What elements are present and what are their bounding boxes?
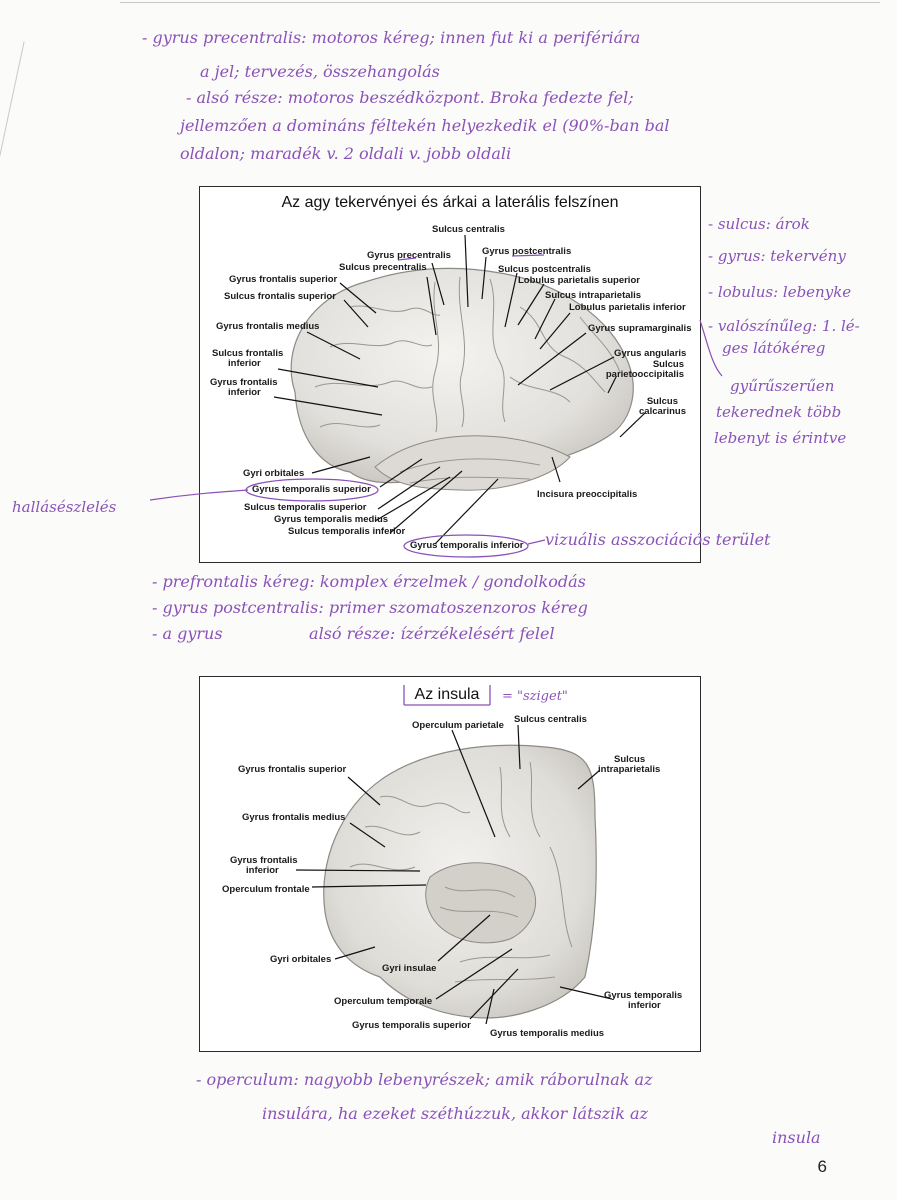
note-bottom-3: insula (772, 1128, 821, 1147)
note-right-1: - sulcus: árok (708, 215, 810, 233)
label-gyrus-frontalis-superior-2: Gyrus frontalis superior (238, 764, 347, 775)
label-gyrus-temporalis-inferior-2a: Gyrus temporalis (604, 990, 683, 1001)
label-gyrus-frontalis-inferior-2a: Gyrus frontalis (230, 855, 298, 866)
label-sulcus-postcentralis: Sulcus postcentralis (498, 264, 591, 275)
note-bottom-2: insulára, ha ezeket széthúzzuk, akkor lá… (262, 1104, 648, 1123)
insula-brain-illustration (295, 685, 613, 1025)
label-gyrus-precentralis: Gyrus precentralis (367, 250, 451, 261)
note-right-8: lebenyt is érintve (714, 429, 847, 447)
label-sulcus-frontalis-inferior-2: inferior (228, 358, 261, 369)
label-gyrus-angularis: Gyrus angularis (614, 348, 687, 359)
label-sulcus-calcarinus-2: calcarinus (639, 406, 686, 417)
label-incisura-preoccipitalis: Incisura preoccipitalis (537, 489, 638, 500)
label-operculum-frontale: Operculum frontale (222, 884, 310, 895)
figure-2-title-note: = "sziget" (502, 689, 568, 704)
label-lobulus-parietalis-superior: Lobulus parietalis superior (518, 275, 640, 286)
label-sulcus-centralis: Sulcus centralis (432, 224, 505, 235)
note-right-4: - valószínűleg: 1. lé- (708, 317, 860, 335)
figure-1-title: Az agy tekervényei és árkai a laterális … (281, 194, 619, 211)
label-gyri-insulae: Gyri insulae (382, 963, 437, 974)
note-right-6: gyűrűszerűen (730, 377, 835, 395)
label-gyrus-frontalis-inferior-1: Gyrus frontalis (210, 377, 278, 388)
note-right-5: ges látókéreg (722, 339, 826, 357)
label-gyrus-temporalis-superior-2: Gyrus temporalis superior (352, 1020, 471, 1031)
label-sulcus-intraparietalis-2a: Sulcus (614, 754, 646, 765)
label-gyrus-temporalis-inferior-2b: inferior (628, 1000, 661, 1011)
note-right-3: - lobulus: lebenyke (708, 283, 852, 301)
label-gyrus-postcentralis: Gyrus postcentralis (482, 246, 572, 257)
label-sulcus-centralis-2: Sulcus centralis (514, 714, 587, 725)
note-top-3: - alsó része: motoros beszédközpont. Bro… (186, 88, 634, 107)
label-operculum-temporale: Operculum temporale (334, 996, 433, 1007)
label-sulcus-temporalis-superior: Sulcus temporalis superior (244, 502, 367, 513)
label-gyrus-frontalis-medius-2: Gyrus frontalis medius (242, 812, 346, 823)
note-right-2: - gyrus: tekervény (708, 247, 846, 265)
label-sulcus-frontalis-superior: Sulcus frontalis superior (224, 291, 336, 302)
label-gyrus-temporalis-medius-2: Gyrus temporalis medius (490, 1028, 605, 1039)
label-gyrus-supramarginalis: Gyrus supramarginalis (588, 323, 692, 334)
page-number: 6 (817, 1157, 827, 1176)
note-bottom-1: - operculum: nagyobb lebenyrészek; amik … (196, 1070, 653, 1089)
note-middle-2: - gyrus postcentralis: primer szomatosze… (152, 598, 588, 617)
label-gyrus-frontalis-inferior-2b: inferior (246, 865, 279, 876)
note-left-hallas: hallásészlelés (12, 498, 117, 516)
label-sulcus-temporalis-inferior: Sulcus temporalis inferior (288, 526, 406, 537)
note-middle-1: - prefrontalis kéreg: komplex érzelmek /… (152, 572, 586, 591)
label-operculum-parietale: Operculum parietale (412, 720, 504, 731)
label-gyrus-temporalis-superior: Gyrus temporalis superior (252, 484, 371, 495)
label-gyri-orbitales-2: Gyri orbitales (270, 954, 332, 965)
label-gyrus-frontalis-medius: Gyrus frontalis medius (216, 321, 320, 332)
note-top-1: - gyrus precentralis: motoros kéreg; inn… (142, 28, 641, 47)
figure-2-title: Az insula (414, 686, 480, 703)
lateral-brain-illustration (273, 234, 646, 545)
label-gyrus-temporalis-inferior: Gyrus temporalis inferior (410, 540, 524, 551)
note-right-7: tekerednek több (716, 403, 842, 421)
label-lobulus-parietalis-inferior: Lobulus parietalis inferior (569, 302, 686, 313)
label-gyrus-frontalis-superior: Gyrus frontalis superior (229, 274, 338, 285)
label-sulcus-frontalis-inferior-1: Sulcus frontalis (212, 348, 284, 359)
scan-top-line (120, 2, 880, 3)
label-sulcus-calcarinus-1: Sulcus (646, 396, 678, 407)
note-top-2: a jel; tervezés, összehangolás (200, 62, 440, 81)
note-top-5: oldalon; maradék v. 2 oldali v. jobb old… (180, 144, 512, 163)
figure-1-annotations (245, 254, 545, 558)
label-gyrus-temporalis-medius: Gyrus temporalis medius (274, 514, 389, 525)
label-sulcus-parietooccipitalis-1: Sulcus (652, 359, 684, 370)
note-middle-3: - a gyrus alsó része: ízérzékelésért fel… (152, 624, 555, 643)
label-sulcus-intraparietalis-2b: intraparietalis (598, 764, 661, 775)
note-visual-association: vizuális asszociációs terület (545, 530, 771, 549)
label-gyrus-frontalis-inferior-2: inferior (228, 387, 261, 398)
label-sulcus-intraparietalis: Sulcus intraparietalis (545, 290, 642, 301)
label-sulcus-parietooccipitalis-2: parietooccipitalis (605, 369, 684, 380)
figure-insula: Az insula = "sziget" (199, 676, 701, 1052)
label-gyri-orbitales: Gyri orbitales (243, 468, 305, 479)
label-sulcus-precentralis: Sulcus precentralis (339, 262, 427, 273)
note-top-4: jellemzően a domináns féltekén helyezked… (180, 116, 670, 135)
figure-lateral-brain: Az agy tekervényei és árkai a laterális … (199, 186, 701, 563)
